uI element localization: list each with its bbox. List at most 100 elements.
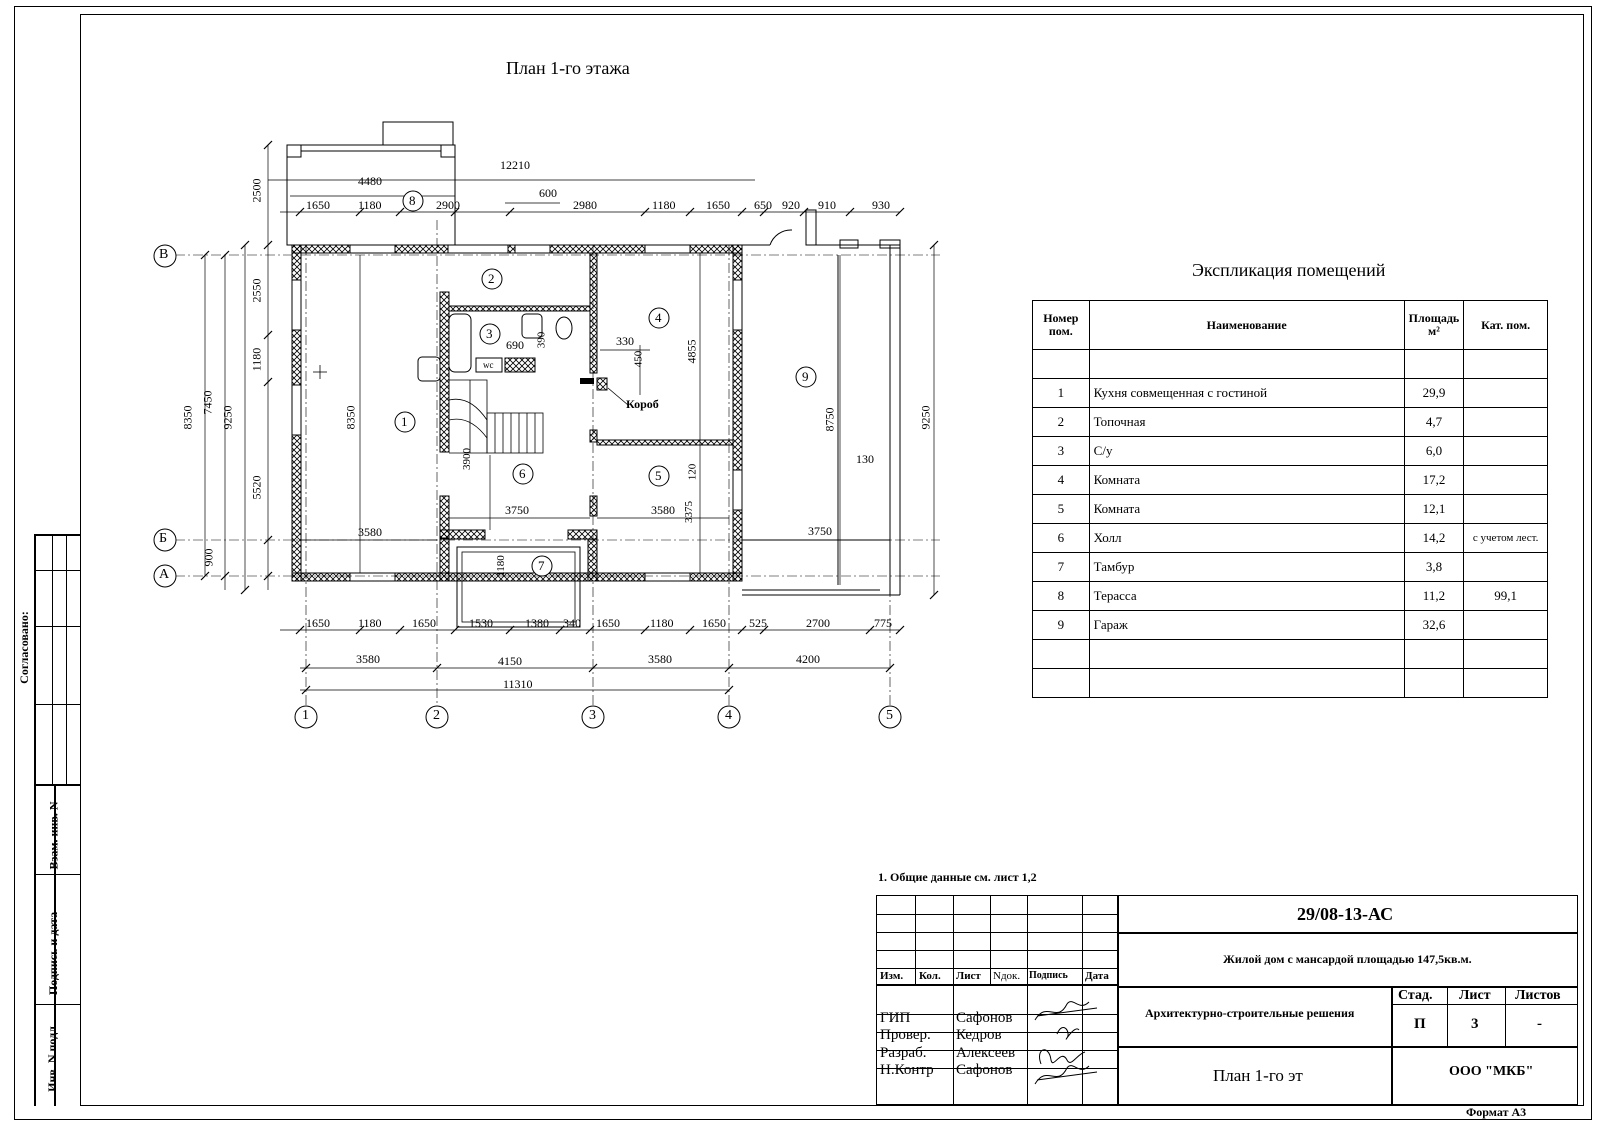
room-mark-9: 9 bbox=[802, 369, 809, 384]
side-stamp bbox=[34, 534, 80, 1106]
cell-area: 12,1 bbox=[1403, 494, 1465, 524]
tb-section: Архитектурно-строительные решения bbox=[1145, 1006, 1355, 1020]
cell-name: С/у bbox=[1088, 436, 1405, 466]
cell-num: 5 bbox=[1032, 494, 1090, 524]
tb-stage-value: П bbox=[1414, 1016, 1426, 1032]
plan-title: План 1-го этажа bbox=[506, 58, 630, 78]
cell-area: 29,9 bbox=[1403, 378, 1465, 408]
dim-in-120: 120 bbox=[686, 463, 699, 481]
cell-cat bbox=[1463, 465, 1548, 495]
cell-name: Топочная bbox=[1088, 407, 1405, 437]
tb-name-nkontr: Сафонов bbox=[956, 1062, 1013, 1078]
dimension-ticks bbox=[200, 140, 939, 695]
dim-left-1180: 1180 bbox=[249, 347, 264, 372]
tb-sheet-header: Лист bbox=[1459, 988, 1491, 1003]
cell-cat bbox=[1463, 436, 1548, 466]
stairs bbox=[448, 379, 544, 454]
dim-in-3750a: 3750 bbox=[505, 503, 529, 517]
dim-top-4480: 4480 bbox=[358, 174, 382, 188]
axis-label-4: 4 bbox=[725, 708, 732, 723]
tb-name-razrab: Алексеев bbox=[956, 1045, 1016, 1061]
tb-role-nkontr: Н.Контр bbox=[880, 1062, 934, 1078]
tb-company: ООО "МКБ" bbox=[1449, 1064, 1534, 1079]
dim-total-11310: 11310 bbox=[503, 677, 533, 691]
dim-in-390: 390 bbox=[535, 331, 548, 349]
axis-bubbles bbox=[153, 244, 902, 729]
dim-left-900: 900 bbox=[201, 548, 216, 567]
cell-area: 11,2 bbox=[1403, 581, 1465, 611]
cell-cat: с учетом лест. bbox=[1463, 523, 1548, 553]
dim-top-920: 920 bbox=[782, 198, 800, 212]
dim-left-8350: 8350 bbox=[180, 405, 195, 430]
tb-col-kol: Кол. bbox=[919, 970, 941, 982]
side-label-vzam: Взам. инв. N bbox=[46, 801, 61, 870]
side-label-podpis: Подпись и дата bbox=[46, 911, 61, 996]
cell-cat bbox=[1463, 552, 1548, 582]
col-header-num: Номер пом. bbox=[1032, 300, 1090, 350]
cell-name: Терасса bbox=[1088, 581, 1405, 611]
dim-bot-1650a: 1650 bbox=[306, 616, 330, 630]
tb-role-prover: Провер. bbox=[880, 1027, 931, 1043]
label-korob: Короб bbox=[626, 397, 659, 411]
tb-sheet-name: План 1-го эт bbox=[1213, 1066, 1303, 1085]
tb-col-list: Лист bbox=[956, 970, 981, 982]
dim-in-330: 330 bbox=[616, 334, 634, 348]
tb-col-ndok: Nдок. bbox=[993, 970, 1021, 982]
col-header-name: Наименование bbox=[1088, 300, 1405, 350]
dim-left-2550: 2550 bbox=[249, 278, 264, 303]
tb-name-gip: Сафонов bbox=[956, 1010, 1013, 1026]
inner-frame bbox=[80, 14, 1584, 1106]
tb-col-izm: Изм. bbox=[880, 970, 904, 982]
dim-top-1180a: 1180 bbox=[358, 198, 382, 212]
dim-bot-775: 775 bbox=[874, 616, 892, 630]
dim-in-8350: 8350 bbox=[343, 405, 358, 430]
dim-top-1650b: 1650 bbox=[706, 198, 730, 212]
cell-cat bbox=[1463, 407, 1548, 437]
dim-left-7450: 7450 bbox=[200, 390, 215, 415]
tb-col-podpis: Подпись bbox=[1029, 970, 1068, 981]
dim-bot-1180a: 1180 bbox=[358, 616, 382, 630]
cell-area: 6,0 bbox=[1403, 436, 1465, 466]
cell-cat bbox=[1463, 610, 1548, 640]
dim-left-9250: 9250 bbox=[220, 405, 235, 430]
dim-bot-1530: 1530 bbox=[469, 616, 493, 630]
cell-num: 9 bbox=[1032, 610, 1090, 640]
dim-right-9250: 9250 bbox=[918, 405, 933, 430]
axis-label-B: Б bbox=[159, 531, 168, 546]
cell-num: 3 bbox=[1032, 436, 1090, 466]
dim-top-600: 600 bbox=[539, 186, 557, 200]
tb-role-razrab: Разраб. bbox=[880, 1045, 927, 1061]
cell-area: 3,8 bbox=[1403, 552, 1465, 582]
axis-label-5: 5 bbox=[886, 708, 893, 723]
cell-num: 1 bbox=[1032, 378, 1090, 408]
dim-bot-1380: 1380 bbox=[525, 616, 549, 630]
cell-name: Тамбур bbox=[1088, 552, 1405, 582]
dim-bot2-3580b: 3580 bbox=[648, 652, 672, 666]
cell-cat bbox=[1463, 494, 1548, 524]
dim-in-3375: 3375 bbox=[683, 501, 695, 523]
dim-left-2500: 2500 bbox=[249, 178, 264, 203]
dim-bot-1650b: 1650 bbox=[412, 616, 436, 630]
cell-name: Гараж bbox=[1088, 610, 1405, 640]
tb-name-prover: Кедров bbox=[956, 1027, 1002, 1043]
dim-top-1180b: 1180 bbox=[652, 198, 676, 212]
room-mark-8: 8 bbox=[409, 193, 416, 208]
axis-label-V: В bbox=[159, 247, 169, 262]
dim-in-130: 130 bbox=[856, 452, 874, 466]
cell-num: 8 bbox=[1032, 581, 1090, 611]
dim-in-3580a: 3580 bbox=[358, 525, 382, 539]
cell-name: Кухня совмещенная с гостиной bbox=[1088, 378, 1405, 408]
cell-num: 4 bbox=[1032, 465, 1090, 495]
table-row bbox=[1032, 349, 1548, 379]
table-row bbox=[1032, 639, 1548, 669]
dim-in-450: 450 bbox=[632, 350, 645, 368]
room-mark-2: 2 bbox=[488, 271, 495, 286]
tb-col-data: Дата bbox=[1085, 970, 1109, 982]
title-block: Изм. Кол. Лист Nдок. Подпись Дата ГИП Са… bbox=[876, 895, 1578, 1105]
outer-frame bbox=[14, 6, 1592, 1120]
